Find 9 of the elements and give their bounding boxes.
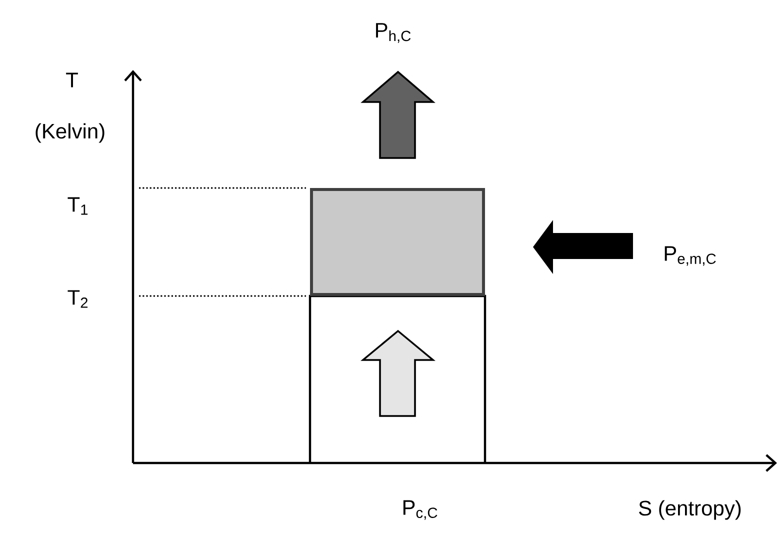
axis-label: S (entropy): [639, 500, 741, 520]
tick-label: T$_{2}$: [68, 290, 88, 308]
axis-label: T: [66, 72, 78, 88]
power-label: P$_{c,C}$: [403, 500, 438, 520]
tick-label: T$_{1}$: [68, 197, 88, 215]
shaded-region: [310, 188, 485, 296]
power-label: P$_{h,C}$: [376, 23, 411, 43]
axis-label: (Kelvin): [36, 123, 104, 143]
power-label: P$_{e,m,C}$: [664, 246, 716, 266]
